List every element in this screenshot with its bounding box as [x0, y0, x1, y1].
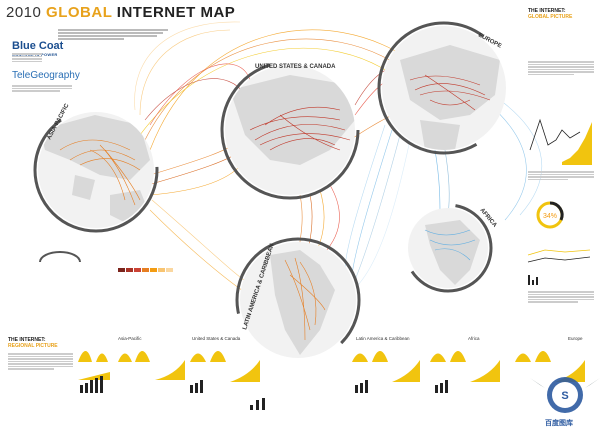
latin-america-circle: LATIN AMERICA & CARIBBEAN: [235, 237, 361, 363]
bluecoat-tagline: CONTROL IS POWER: [12, 52, 58, 57]
asia-pacific-circle: ASIA-PACIFIC: [33, 102, 159, 233]
watermark-stamp: S: [530, 377, 600, 413]
telegeography-logo: TeleGeography: [12, 70, 80, 81]
us-canada-label: UNITED STATES & CANADA: [255, 64, 336, 70]
us-canada-circle: UNITED STATES & CANADA: [220, 60, 360, 200]
legend-color-scale: [118, 268, 173, 272]
regional-heading-line2: REGIONAL PICTURE: [8, 343, 58, 349]
telegeography-contact-text: [12, 84, 72, 93]
regional-heading-line1: THE INTERNET:: [8, 337, 46, 343]
africa-circle: AFRICA: [403, 203, 498, 293]
regional-text: [8, 352, 73, 371]
global-heading-line1: THE INTERNET:: [528, 8, 566, 14]
right-panel-charts: 34%: [527, 118, 592, 285]
bluecoat-contact-text: [12, 52, 42, 63]
donut-pct-label: 34%: [543, 213, 557, 220]
africa-label: AFRICA: [478, 207, 498, 229]
col-africa: Africa: [468, 336, 480, 341]
global-picture-heading: THE INTERNET: GLOBAL PICTURE: [528, 8, 572, 20]
bluecoat-name: Blue Coat: [12, 40, 64, 52]
global-text-2: [528, 170, 594, 181]
watermark-text: 百度图库: [545, 420, 573, 427]
col-latin-america: Latin America & Caribbean: [356, 336, 410, 341]
title-global: GLOBAL: [46, 4, 113, 21]
col-europe: Europe: [568, 336, 583, 341]
page-title: 2010 GLOBAL INTERNET MAP: [6, 4, 235, 21]
title-rest: INTERNET MAP: [116, 4, 236, 21]
regional-picture-heading: THE INTERNET: REGIONAL PICTURE: [8, 337, 58, 349]
bluecoat-logo: Blue Coat CONTROL IS POWER: [12, 40, 63, 57]
global-text-1: [528, 60, 594, 76]
title-year: 2010: [6, 4, 42, 21]
col-asia-pacific: Asia-Pacific: [118, 336, 142, 341]
europe-circle: EUROPE: [377, 21, 511, 155]
regional-charts: [78, 351, 585, 410]
inset-map-circle: [39, 251, 81, 263]
col-us-canada: United States & Canada: [192, 336, 241, 341]
svg-text:S: S: [561, 390, 568, 402]
global-text-3: [528, 290, 594, 304]
intro-text: [58, 28, 168, 41]
global-heading-line2: GLOBAL PICTURE: [528, 14, 573, 20]
